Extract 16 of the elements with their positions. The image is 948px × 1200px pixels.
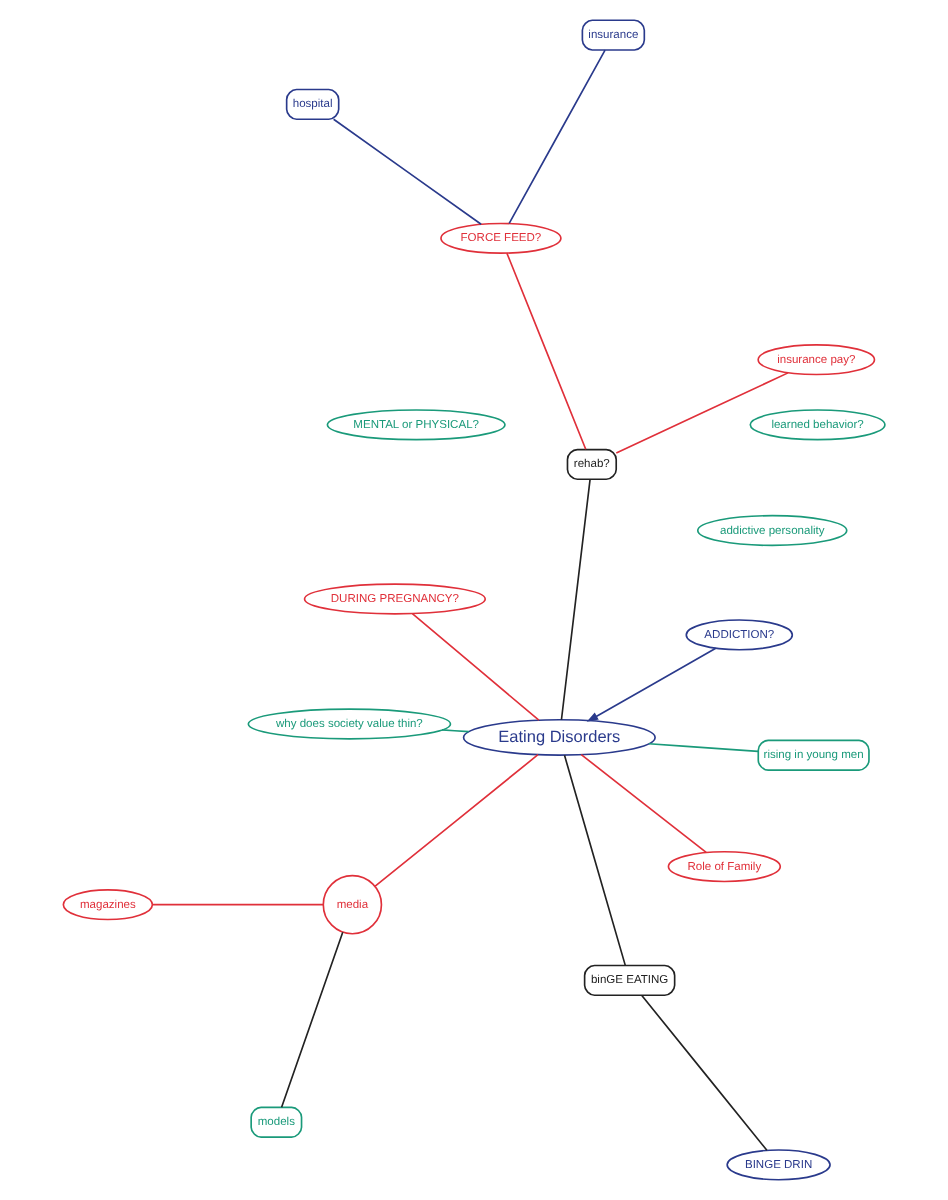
connector (374, 753, 539, 888)
connector (641, 994, 768, 1152)
arrow (586, 647, 717, 722)
connector (411, 612, 540, 722)
connector (648, 742, 759, 753)
connector (508, 49, 606, 225)
connector (563, 754, 627, 967)
connector (332, 118, 482, 226)
node-ellipse: Eating Disorders (462, 718, 656, 756)
connector (506, 252, 587, 451)
connector (441, 729, 470, 733)
connector (280, 931, 344, 1108)
connector (615, 372, 789, 454)
connector (151, 903, 325, 906)
connector (560, 478, 591, 721)
connector (580, 753, 707, 854)
